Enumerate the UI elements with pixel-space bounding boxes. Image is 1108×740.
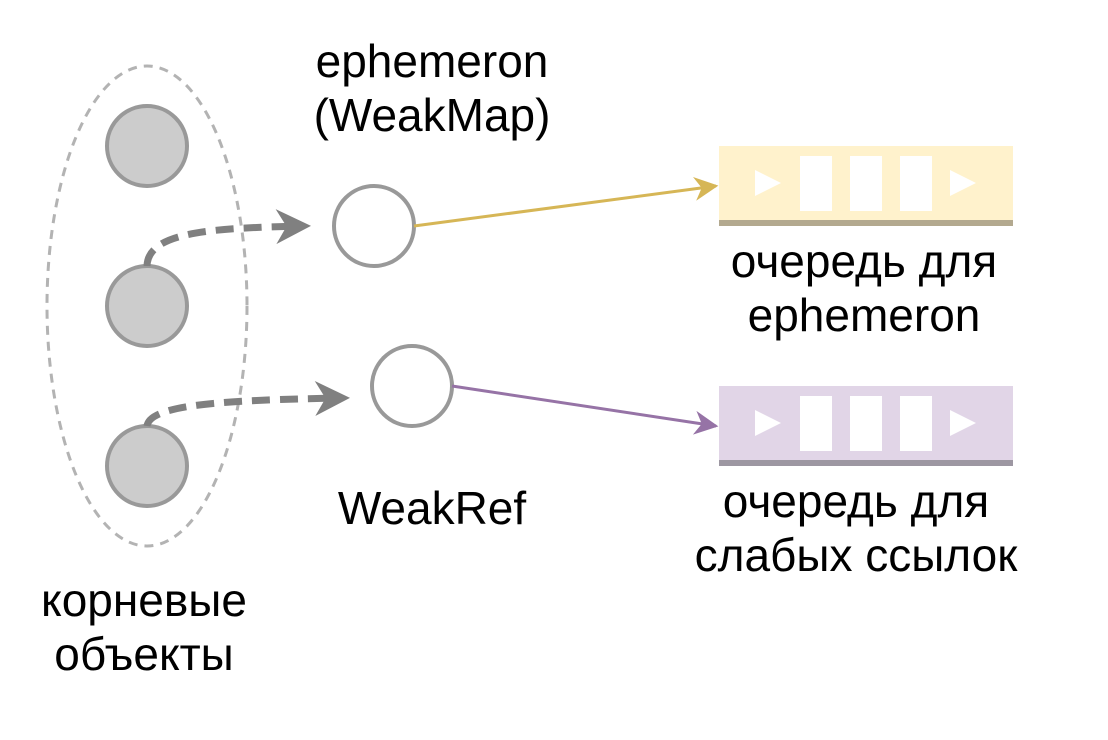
ephemeron-queue-label-line-2: ephemeron bbox=[747, 289, 981, 341]
weak-queue-label-line-1: очередь для bbox=[722, 475, 990, 527]
root-object-node-1 bbox=[105, 104, 189, 188]
weakref-label-text: WeakRef bbox=[337, 482, 527, 534]
root-object-node-2 bbox=[105, 264, 189, 348]
ephemeron-queue-base bbox=[719, 220, 1013, 226]
weakref-to-queue-arrow bbox=[451, 384, 719, 435]
ephemeron-queue bbox=[719, 146, 1013, 226]
queue-slot bbox=[800, 396, 832, 451]
ephemeron-node bbox=[332, 184, 416, 268]
weak-queue-base bbox=[719, 460, 1013, 466]
queue-slot bbox=[850, 396, 882, 451]
play-triangle-icon bbox=[950, 170, 976, 196]
weak-queue-label: очередь для слабых ссылок bbox=[666, 474, 1046, 582]
dashed-reference-arrow-to-weakref bbox=[143, 380, 350, 428]
ephemeron-queue-label: очередь для ephemeron bbox=[694, 234, 1034, 342]
play-triangle-icon bbox=[950, 410, 976, 436]
weak-queue-label-line-2: слабых ссылок bbox=[694, 529, 1018, 581]
queue-slot bbox=[900, 156, 932, 211]
ephemeron-queue-label-line-1: очередь для bbox=[730, 235, 998, 287]
weakref-node bbox=[370, 344, 454, 428]
root-objects-label-line-1: корневые bbox=[41, 574, 247, 626]
ephemeron-to-queue-arrow bbox=[413, 176, 719, 228]
ephemeron-label: ephemeron (WeakMap) bbox=[282, 34, 582, 142]
root-objects-label: корневые объекты bbox=[4, 573, 284, 681]
root-objects-label-line-2: объекты bbox=[54, 628, 234, 680]
play-triangle-icon bbox=[755, 170, 781, 196]
queue-slot bbox=[850, 156, 882, 211]
root-objects-group bbox=[45, 64, 249, 548]
dashed-reference-arrow-to-ephemeron bbox=[143, 209, 311, 267]
play-triangle-icon bbox=[755, 410, 781, 436]
weak-references-queue bbox=[719, 386, 1013, 466]
queue-slot bbox=[800, 156, 832, 211]
weakref-label: WeakRef bbox=[312, 481, 552, 535]
ephemeron-label-line-1: ephemeron bbox=[315, 35, 549, 87]
ephemeron-label-line-2: (WeakMap) bbox=[313, 89, 551, 141]
root-object-node-3 bbox=[105, 424, 189, 508]
queue-slot bbox=[900, 396, 932, 451]
